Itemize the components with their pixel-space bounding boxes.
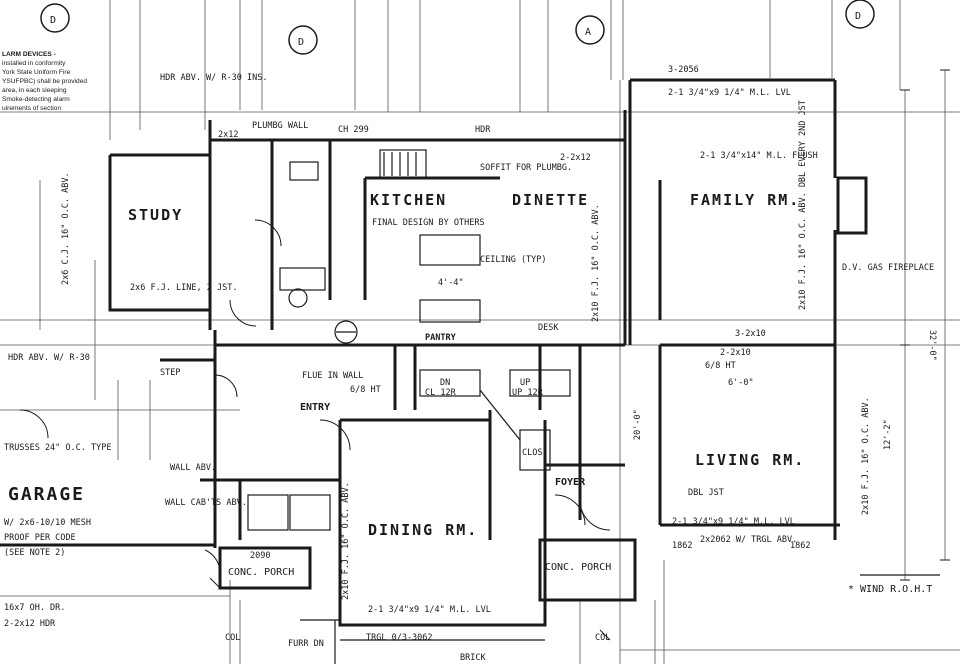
grid-marker-label: D [855,11,861,22]
alarm-devices-note: LARM DEVICES - installed in conformity Y… [2,50,108,113]
annotation-text: HDR ABV. W/ R-30 INS. [160,73,267,83]
annotation-text: 2-1 3/4"x9 1/4" M.L. LVL [672,517,795,527]
annotation-text: 2x10 F.J. 16" O.C. ABV. [341,482,351,600]
annotation-text: 6/8 HT [705,361,736,371]
annotation-text: 16x7 OH. DR. [4,603,65,613]
annotation-text: 2x10 F.J. 16" O.C. ABV. [591,204,601,322]
annotation-text: COL [225,633,240,643]
annotation-text: WALL ABV. [170,463,216,473]
room-label-study: STUDY [128,206,183,224]
dimension-ticks [209,69,950,641]
annotation-text: 2-2x12 HDR [4,619,56,629]
annotation-text: 2x6 C.J. 16" O.C. ABV. [61,172,71,285]
annotation-text: 2-1 3/4"x14" M.L. FLUSH [700,151,818,161]
annotation-text: 2x6 F.J. LINE, 2 JST. [130,283,237,293]
grid-marker: D [288,25,318,55]
grid-marker-label: D [50,15,56,26]
annotation-text: 2x10 F.J. 16" O.C. ABV. [861,397,871,515]
annotation-text: CL 12R [425,388,457,398]
annotation-text: DN [440,378,450,388]
dimension-text: 32'-0" [927,330,937,361]
room-label-dining: DINING RM. [368,521,478,539]
door-swings [19,219,611,576]
annotation-text: 2x12 [218,130,238,140]
annotation-text: FURR DN [288,639,324,649]
grid-marker: D [40,3,70,33]
annotation-text: TRUSSES 24" O.C. TYPE [4,443,111,453]
room-label-living: LIVING RM. [695,451,805,469]
note-line: LARM DEVICES - [2,51,56,58]
annotation-text: HDR [475,125,491,135]
room-label-kitchen: KITCHEN [370,191,447,209]
annotation-text: 2090 [250,551,270,561]
room-label-foyer: FOYER [555,477,586,488]
room-label-garage: GARAGE [8,484,85,505]
room-label-porch-left: CONC. PORCH [228,567,294,578]
dimension-text: 12'-2" [883,419,893,450]
annotation-text: * WIND R.O.H.T [848,584,932,595]
walls [0,78,868,627]
note-line: installed in conformity [2,60,66,67]
annotation-text: BRICK [460,653,486,663]
annotation-text: 3-2056 [668,65,699,75]
annotation-text: SOFFIT FOR PLUMBG. [480,163,572,173]
room-label-family: FAMILY RM. [690,191,800,209]
annotation-text: CH 299 [338,125,369,135]
annotation-text: W/ 2x6-10/10 MESH [4,518,91,528]
annotation-text: DESK [538,323,559,333]
annotation-text: FINAL DESIGN BY OTHERS [372,218,485,228]
annotation-text: D.V. GAS FIREPLACE [842,263,934,273]
annotation-text: UP [520,378,530,388]
room-label-porch-right: CONC. PORCH [545,562,611,573]
grid-marker: D [845,0,875,29]
interior-details [247,149,940,664]
annotation-text: CEILING (TYP) [480,255,547,265]
grid-marker-label: A [585,27,591,38]
annotation-text: STEP [160,368,180,378]
annotation-text: HDR ABV. W/ R-30 [8,353,90,363]
annotation-text: DBL JST [688,488,724,498]
note-line: uirements of section [2,105,62,112]
annotations: HDR ABV. W/ R-30 INS. PLUMBG WALL 2x12 C… [4,65,937,663]
annotation-text: 2-1 3/4"x9 1/4" M.L. LVL [668,88,791,98]
room-label-dinette: DINETTE [512,191,589,209]
annotation-text: 1862 [672,541,692,551]
note-line: Smoke-detecting alarm [2,96,70,103]
annotation-text: 2-2x10 [720,348,751,358]
annotation-text: 2-1 3/4"x9 1/4" M.L. LVL [368,605,491,615]
annotation-text: UP 12R [512,388,544,398]
grid-marker: A [575,15,605,45]
annotation-text: 2x10 F.J. 16" O.C. ABV. DBL EVERY 2ND JS… [798,100,808,310]
annotation-text: TRGL 0/3-3062 [366,633,433,643]
note-line: YSUFPBC) shall be provided [2,78,88,85]
annotation-text: COL [595,633,610,643]
note-line: area, in each sleeping [2,87,67,94]
room-label-pantry: PANTRY [425,333,457,343]
annotation-text: 6/8 HT [350,385,381,395]
note-line: York State Uniform Fire [2,69,71,76]
annotation-text: WALL CAB'TS ABV. [165,498,247,508]
dimension-text: 6'-0" [728,378,754,388]
dimension-text: 20'-0" [633,409,643,440]
dimension-text: 4'-4" [438,278,464,288]
annotation-text: FLUE IN WALL [302,371,363,381]
annotation-text: 1862 [790,541,810,551]
annotation-text: PLUMBG WALL [252,121,308,131]
annotation-text: 2x2062 W/ TRGL ABV. [700,535,797,545]
grid-marker-label: D [298,37,304,48]
annotation-text: PROOF PER CODE [4,533,76,543]
annotation-text: CLOS. [522,448,548,458]
annotation-text: 3-2x10 [735,329,766,339]
annotation-text: 2-2x12 [560,153,591,163]
room-label-entry: ENTRY [300,402,330,413]
annotation-text: (SEE NOTE 2) [4,548,65,558]
